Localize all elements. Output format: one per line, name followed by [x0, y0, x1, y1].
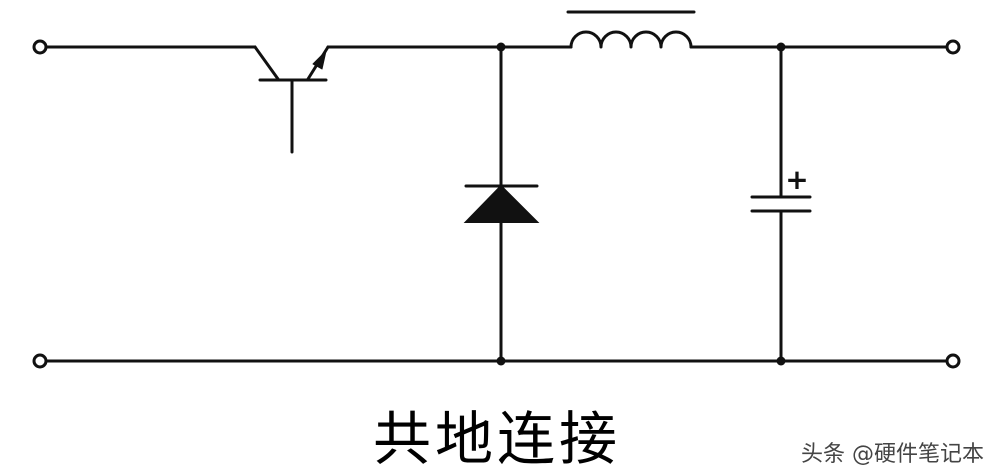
- watermark: 头条 @硬件笔记本: [801, 442, 984, 467]
- input-terminal-bottom: [32, 353, 48, 369]
- transistor-emitter-arrow: [312, 50, 327, 70]
- junction-dot: [776, 356, 786, 366]
- inductor: [566, 10, 696, 49]
- diode-triangle: [463, 184, 540, 223]
- diagram-caption: 共地连接: [372, 405, 621, 473]
- output-terminal-bottom: [945, 353, 961, 369]
- inductor-coil: [569, 30, 693, 49]
- junction-dot: [776, 42, 786, 52]
- junction-dot: [496, 42, 506, 52]
- junction-dot: [496, 356, 506, 366]
- output-terminal-top: [945, 39, 961, 55]
- input-terminal-top: [32, 39, 48, 55]
- transistor-collector-lead: [253, 45, 280, 81]
- capacitor-polarity-label: +: [785, 163, 808, 196]
